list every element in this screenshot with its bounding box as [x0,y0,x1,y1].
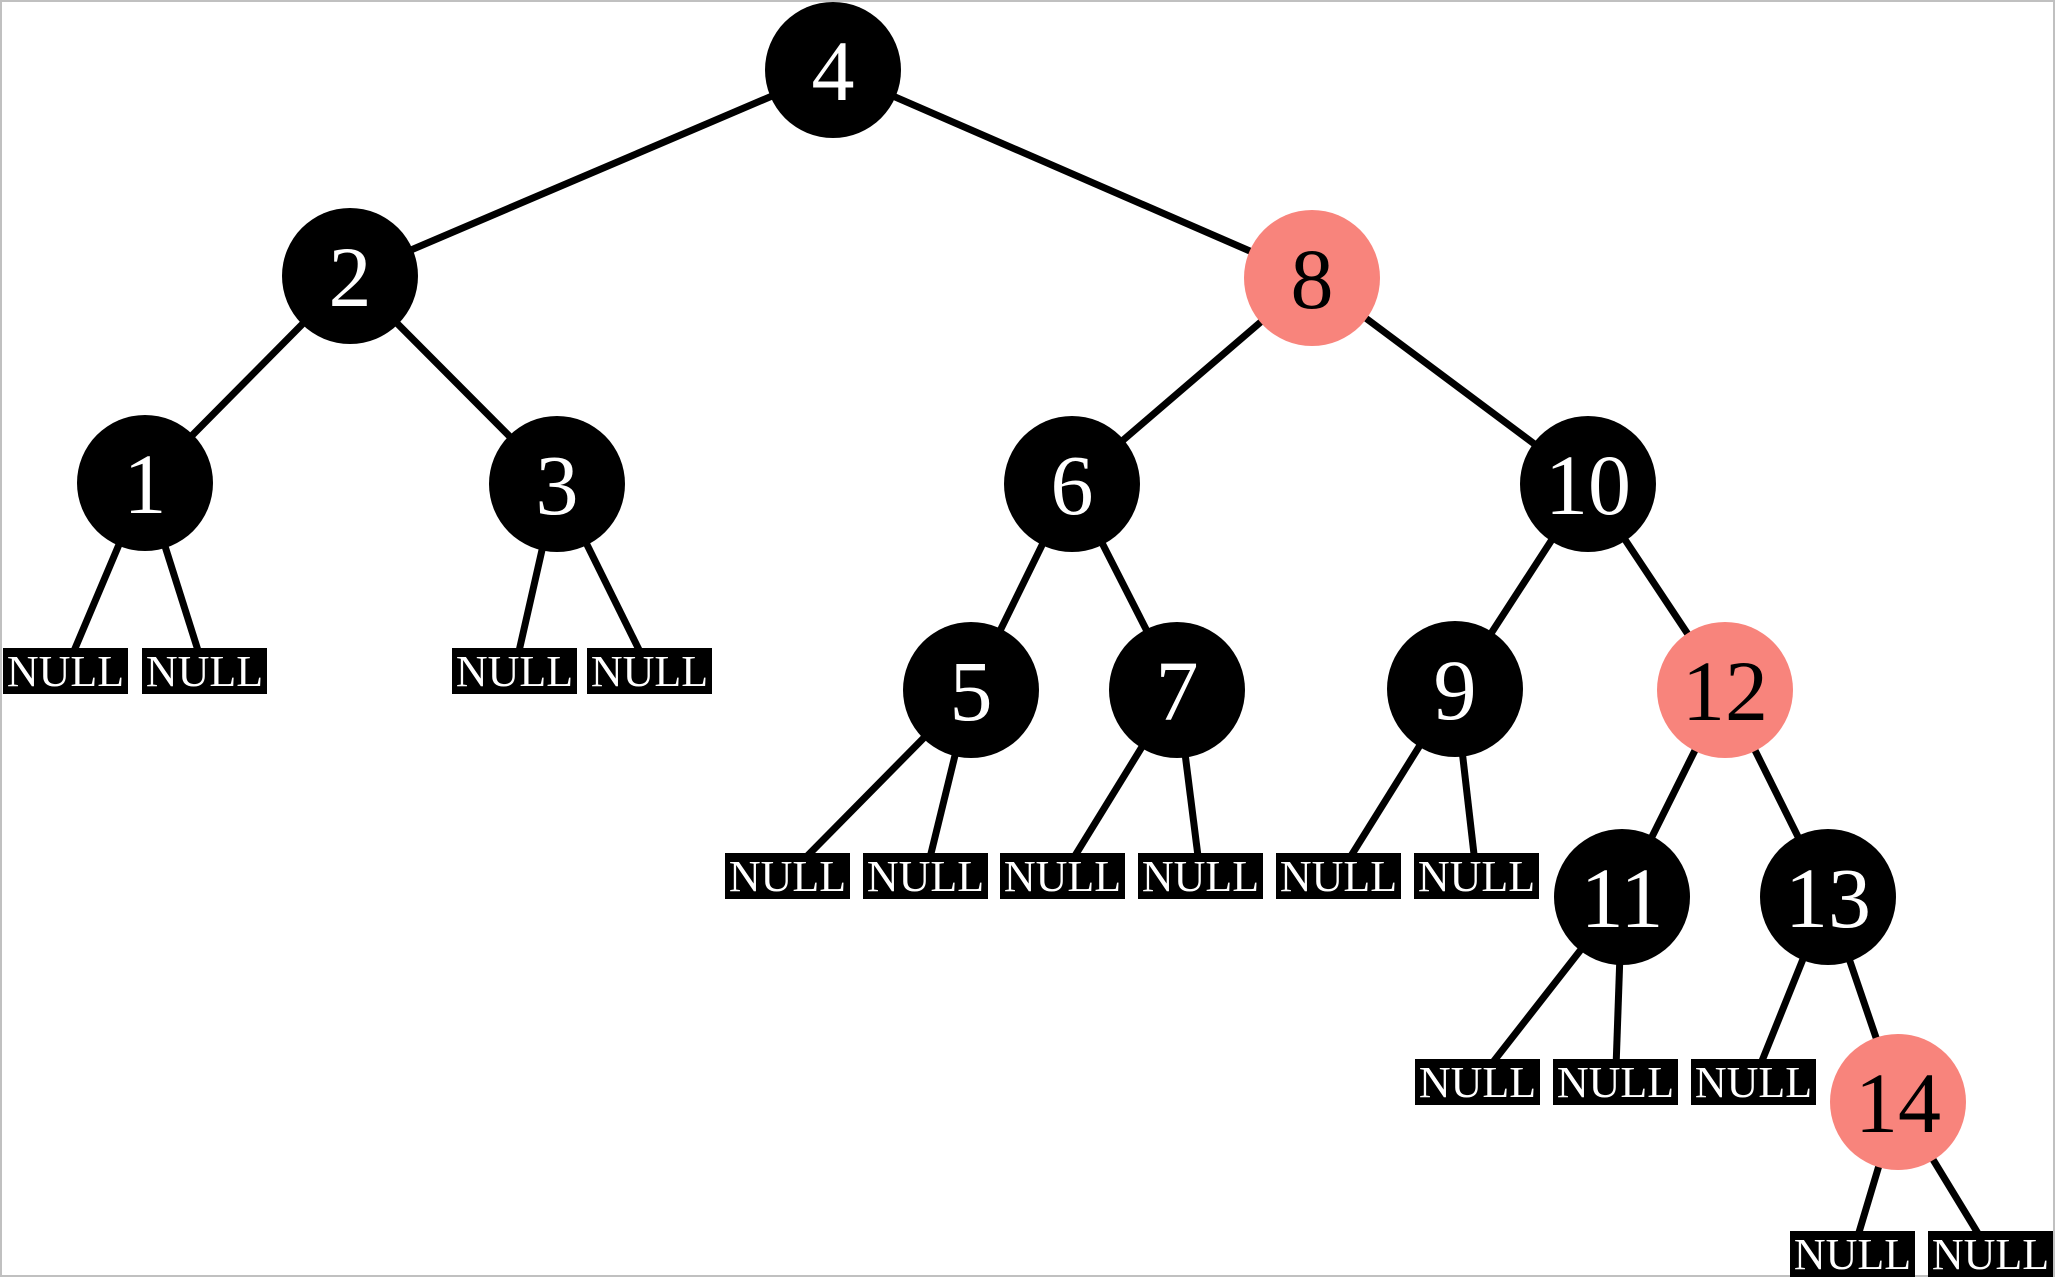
null-leaf-box [587,648,712,694]
null-leaf-label: NULL [456,647,573,696]
tree-node-4-circle [765,2,901,138]
tree-node-12-circle [1657,622,1793,758]
null-leaf-label: NULL [146,647,263,696]
null-leaf-box [725,853,850,899]
tree-node-9-circle [1387,621,1523,757]
null-leaf-label: NULL [1557,1058,1674,1107]
null-leaf-box [452,648,577,694]
null-leaf-label: NULL [1142,852,1259,901]
tree-node-6-label: 6 [1051,437,1094,533]
null-leaf-box [1553,1059,1678,1105]
null-leaf-box [1000,853,1125,899]
tree-node-4-label: 4 [812,23,855,119]
null-leaf-label: NULL [867,852,984,901]
tree-node-1-circle [77,415,213,551]
null-leaf-label: NULL [1280,852,1397,901]
tree-node-11-circle [1554,829,1690,965]
tree-node-13-label: 13 [1785,850,1871,946]
null-leaf-box [1138,853,1263,899]
tree-node-1-label: 1 [124,436,167,532]
edge-4-2 [348,66,835,280]
null-leaf-label: NULL [1418,852,1535,901]
null-leaf-label: NULL [1932,1230,2049,1277]
null-leaf-label: NULL [1004,852,1121,901]
null-leaf-label: NULL [729,852,846,901]
null-leaf-box [1691,1059,1816,1105]
null-leaf-box [863,853,988,899]
tree-node-9-label: 9 [1434,642,1477,738]
tree-node-7-label: 7 [1156,643,1199,739]
tree-node-14-circle [1830,1034,1966,1170]
null-leaf-box [1790,1231,1915,1277]
tree-node-3-label: 3 [536,437,579,533]
tree-node-8-circle [1244,210,1380,346]
tree-node-5-label: 5 [950,643,993,739]
null-leaf-label: NULL [7,647,124,696]
tree-node-13-circle [1760,829,1896,965]
null-leaf-box [142,648,267,694]
tree-node-10-circle [1520,416,1656,552]
edge-4-8 [831,66,1314,282]
null-leaf-label: NULL [1419,1058,1536,1107]
tree-node-2-circle [282,208,418,344]
null-leaf-box [1414,853,1539,899]
tree-node-5-circle [903,622,1039,758]
tree-node-11-label: 11 [1581,850,1664,946]
tree-node-7-circle [1109,622,1245,758]
tree-node-10-label: 10 [1545,437,1631,533]
null-leaf-box [3,648,128,694]
null-leaf-box [1276,853,1401,899]
tree-node-12-label: 12 [1682,643,1768,739]
null-leaf-label: NULL [591,647,708,696]
null-leaf-box [1415,1059,1540,1105]
null-leaf-label: NULL [1695,1058,1812,1107]
tree-node-3-circle [489,416,625,552]
tree-node-2-label: 2 [329,229,372,325]
tree-node-6-circle [1004,416,1140,552]
null-leaf-box [1928,1231,2053,1277]
tree-node-14-label: 14 [1855,1055,1941,1151]
null-leaf-label: NULL [1794,1230,1911,1277]
tree-node-8-label: 8 [1291,231,1334,327]
